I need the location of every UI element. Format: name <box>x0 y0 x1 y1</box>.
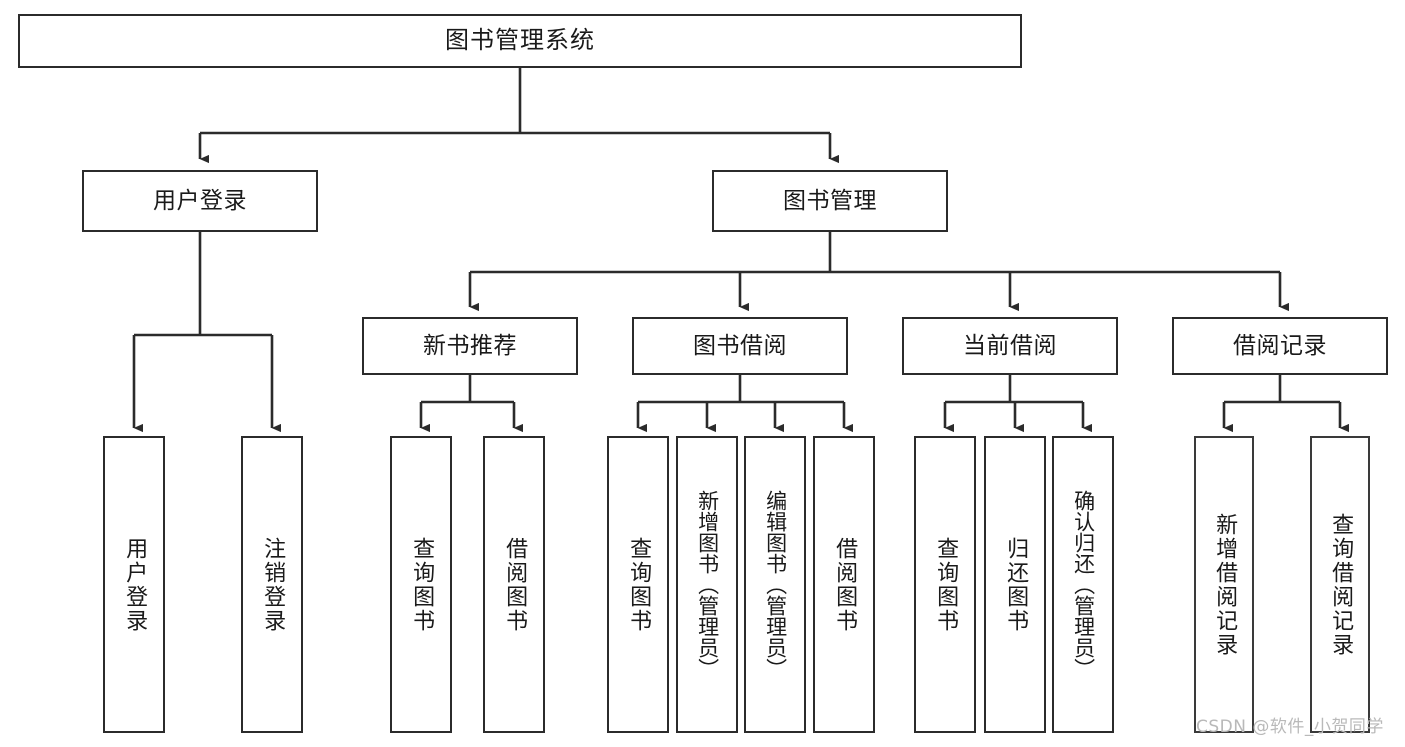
node-leaf-borrow-book-2[interactable]: 借阅图书 <box>813 436 875 733</box>
node-leaf-query-book-2-label: 查询图书 <box>626 536 652 633</box>
node-current-borrow-label: 当前借阅 <box>963 332 1057 359</box>
node-leaf-query-borrow-record-label: 查询借阅记录 <box>1328 512 1354 657</box>
node-leaf-query-book-1[interactable]: 查询图书 <box>390 436 452 733</box>
node-leaf-return-book-label: 归还图书 <box>1003 536 1029 633</box>
node-leaf-borrow-book-1-label: 借阅图书 <box>502 536 528 633</box>
node-leaf-query-book-2[interactable]: 查询图书 <box>607 436 669 733</box>
node-leaf-add-borrow-record-label: 新增借阅记录 <box>1212 512 1238 657</box>
node-leaf-add-borrow-record[interactable]: 新增借阅记录 <box>1194 436 1254 733</box>
node-root-system-label: 图书管理系统 <box>445 26 595 55</box>
node-borrow-record-label: 借阅记录 <box>1233 332 1327 359</box>
node-leaf-query-book-3-label: 查询图书 <box>933 536 959 633</box>
node-leaf-query-book-3[interactable]: 查询图书 <box>914 436 976 733</box>
node-root-system[interactable]: 图书管理系统 <box>18 14 1022 68</box>
node-leaf-edit-book-admin-label: 编辑图书（管理员） <box>763 490 788 679</box>
node-leaf-query-borrow-record[interactable]: 查询借阅记录 <box>1310 436 1370 733</box>
node-leaf-borrow-book-2-label: 借阅图书 <box>832 536 858 633</box>
node-book-manage-label: 图书管理 <box>783 187 877 214</box>
node-current-borrow[interactable]: 当前借阅 <box>902 317 1118 375</box>
node-leaf-add-book-admin[interactable]: 新增图书（管理员） <box>676 436 738 733</box>
watermark-csdn: CSDN @软件_小贺同学 <box>1196 717 1384 737</box>
node-user-login-label: 用户登录 <box>153 187 247 214</box>
node-leaf-user-login[interactable]: 用户登录 <box>103 436 165 733</box>
node-new-book-recommend[interactable]: 新书推荐 <box>362 317 578 375</box>
node-book-borrow[interactable]: 图书借阅 <box>632 317 848 375</box>
node-book-borrow-label: 图书借阅 <box>693 332 787 359</box>
node-leaf-user-login-label: 用户登录 <box>122 536 148 633</box>
node-leaf-confirm-return-admin[interactable]: 确认归还（管理员） <box>1052 436 1114 733</box>
node-user-login[interactable]: 用户登录 <box>82 170 318 232</box>
node-leaf-logout-login-label: 注销登录 <box>260 536 286 633</box>
node-leaf-add-book-admin-label: 新增图书（管理员） <box>695 490 720 679</box>
node-leaf-logout-login[interactable]: 注销登录 <box>241 436 303 733</box>
node-leaf-edit-book-admin[interactable]: 编辑图书（管理员） <box>744 436 806 733</box>
node-leaf-return-book[interactable]: 归还图书 <box>984 436 1046 733</box>
node-leaf-query-book-1-label: 查询图书 <box>409 536 435 633</box>
node-new-book-recommend-label: 新书推荐 <box>423 332 517 359</box>
node-leaf-confirm-return-admin-label: 确认归还（管理员） <box>1071 490 1096 679</box>
node-leaf-borrow-book-1[interactable]: 借阅图书 <box>483 436 545 733</box>
node-borrow-record[interactable]: 借阅记录 <box>1172 317 1388 375</box>
node-book-manage[interactable]: 图书管理 <box>712 170 948 232</box>
